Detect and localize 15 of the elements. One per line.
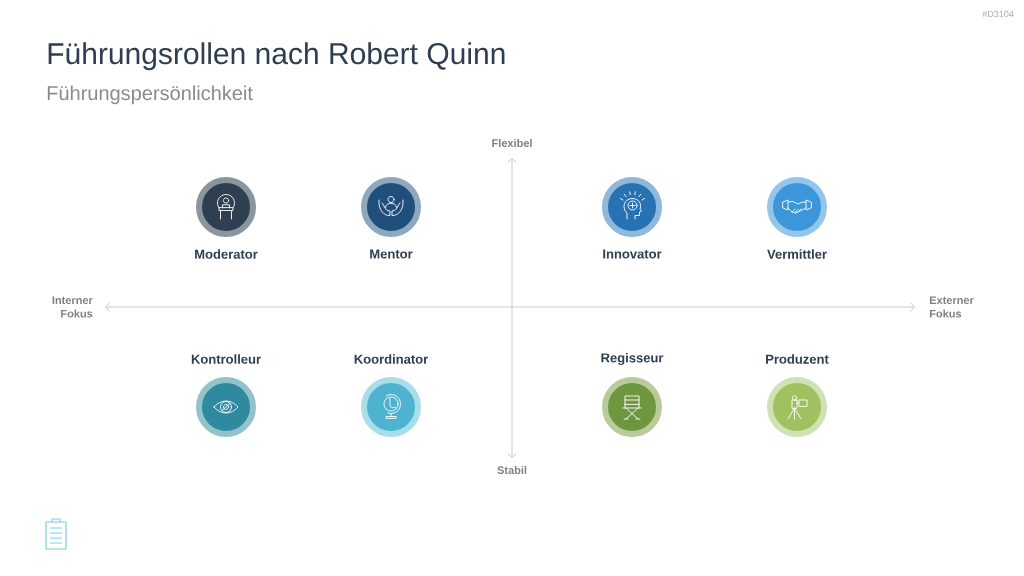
axis-label: Interner Fokus — [52, 296, 93, 318]
role-label: Produzent — [766, 354, 829, 364]
reference-code: #D3104 — [982, 10, 1014, 18]
role-label: Mentor — [370, 249, 413, 259]
role-label: Innovator — [603, 249, 662, 259]
role-label: Koordinator — [354, 354, 428, 364]
role-label: Regisseur — [601, 352, 664, 366]
subtitle: Führungspersönlichkeit — [47, 85, 253, 105]
title: Führungsrollen nach Robert Quinn — [48, 42, 505, 71]
role-label: Vermittler — [767, 249, 827, 259]
axis-label: Externer Fokus — [929, 296, 974, 318]
axis-label: Flexibel — [492, 138, 532, 148]
role-label: Kontrolleur — [191, 354, 261, 364]
role-label: Moderator — [195, 249, 258, 259]
axis-label: Stabil — [497, 465, 527, 475]
